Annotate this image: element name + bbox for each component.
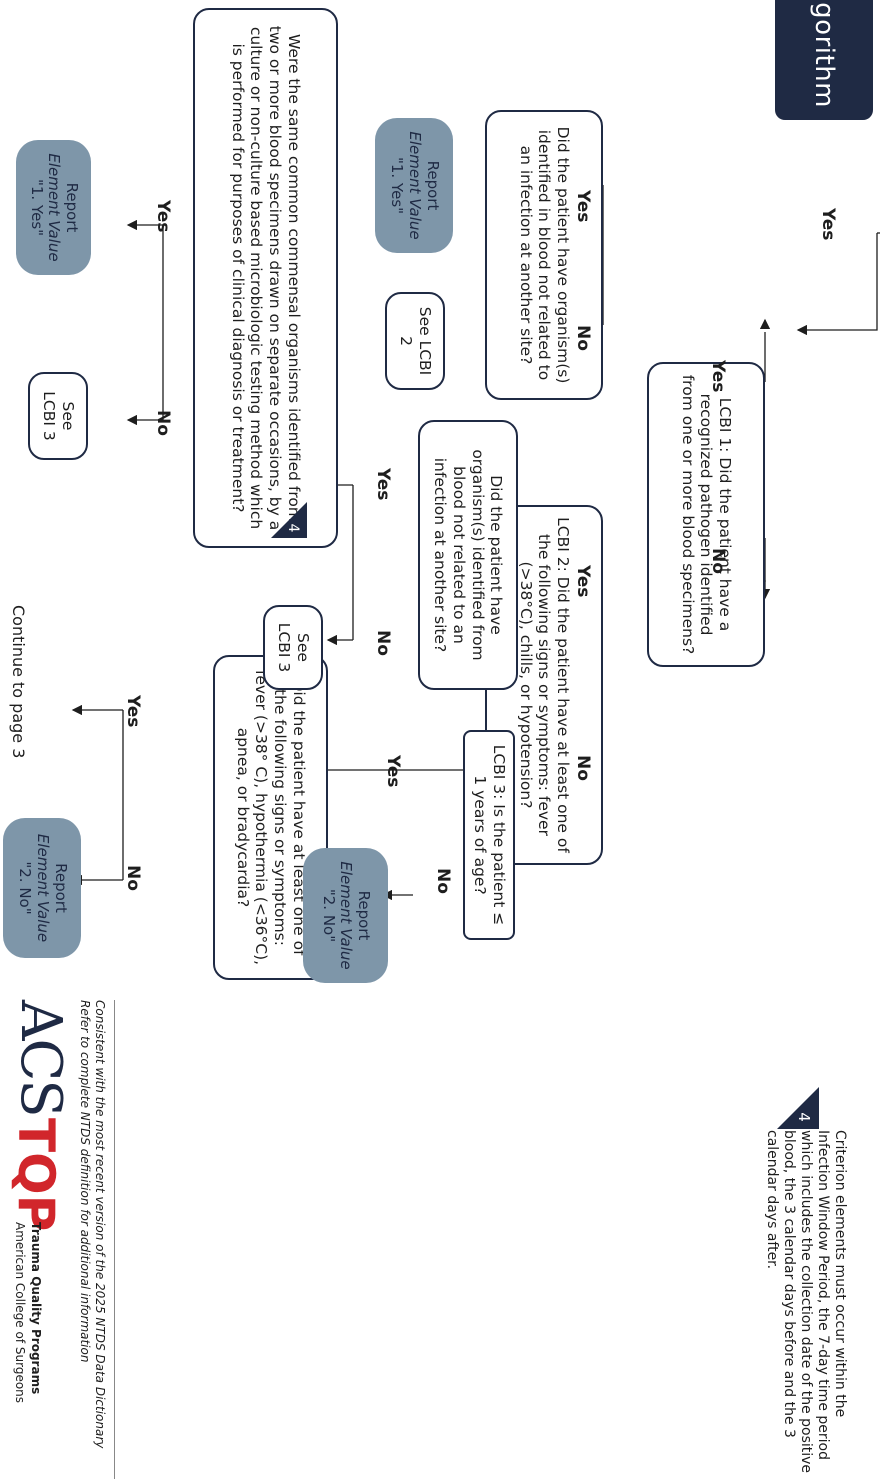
criterion-badge-number: 4 [285,524,301,533]
page-title: gorithm [809,2,839,108]
lcbi2-related-question-text: Did the patient have organism(s) identif… [431,449,506,661]
see-lcbi3-text-upper: See LCBI 3 [275,622,312,673]
lcbi1-question-text: LCBI 1: Did the patient have a recognize… [678,374,734,655]
see-lcbi2-box: See LCBI 2 [385,292,445,390]
report-yes-upper-line1: Report [423,160,442,211]
report-no-upper-line1: Report [355,890,374,941]
see-lcbi3-text-lower: See LCBI 3 [40,391,77,441]
lcbi1-related-question-box: Did the patient have organism(s) identif… [485,110,603,400]
report-no-upper-line2: Element Value [337,861,356,970]
note-badge-icon: 4 [777,1087,819,1129]
no-label-infant: No [123,865,143,891]
commensal-question-box: Were the same common commensal organisms… [193,8,338,548]
lcbi2-question-text: LCBI 2: Did the patient have at least on… [516,517,572,853]
brand-program: Trauma Quality Programs [29,1222,43,1394]
yes-label-lcbi2: Yes [573,565,593,598]
report-yes-lower: Report Element Value "1. Yes" [16,140,91,275]
yes-label-entry: Yes [818,208,838,241]
footer-line2: Refer to complete NTDS definition for ad… [78,1000,92,1363]
yes-label-lcbi3: Yes [383,755,403,788]
brand-program-text: Trauma Quality Programs [29,1222,43,1395]
entry-connector [796,233,878,336]
lcbi3-question-box: LCBI 3: Is the patient ≤ 1 years of age? [463,730,515,940]
report-no-lower-line1: Report [51,863,70,913]
yes-label-org2: Yes [373,468,393,501]
tqp-logo: TQP [7,1118,65,1232]
no-label-commensal: No [153,410,173,436]
report-yes-lower-line2: Element Value [45,153,64,262]
report-no-lower: Report Element Value "2. No" [3,818,81,958]
lcbi1-related-question-text: Did the patient have organism(s) identif… [516,126,572,384]
yes-label-commensal: Yes [153,200,173,233]
continue-to-page-3: Continue to page 3 [9,605,28,759]
criterion-badge-icon: 4 [271,502,307,538]
lcbi3-question-text: LCBI 3: Is the patient ≤ 1 years of age? [471,744,508,926]
yes-label-lcbi1: Yes [708,360,728,393]
report-yes-upper-line2: Element Value [405,131,424,240]
yes-label-org1: Yes [573,190,593,223]
see-lcbi3-box-upper: See LCBI 3 [263,605,323,690]
report-no-upper: Report Element Value "2. No" [303,848,388,983]
see-lcbi3-box-lower: See LCBI 3 [28,372,88,460]
report-yes-lower-line3: "1. Yes" [27,178,46,237]
footer-rule [114,1000,115,1479]
brand-org: American College of Surgeons [13,1222,27,1404]
infant-signs-question-text: Did the patient have at least one of the… [233,669,308,966]
page-title-bar: gorithm [775,0,873,120]
no-label-lcbi1: No [708,548,728,574]
footer-line1: Consistent with the most recent version … [93,1000,107,1449]
report-yes-upper-line3: "1. Yes" [388,156,407,215]
criterion-note: Criterion elements must occur within the… [763,1130,848,1474]
report-no-lower-line2: Element Value [33,833,52,943]
no-label-org2: No [373,630,393,656]
lcbi2-related-question-box: Did the patient have organism(s) identif… [418,420,518,690]
report-yes-lower-line1: Report [63,182,82,233]
no-label-org1: No [573,325,593,351]
no-label-lcbi3: No [433,868,453,894]
lcbi1-question-box: LCBI 1: Did the patient have a recognize… [647,362,765,667]
no-label-lcbi2: No [573,755,593,781]
commensal-question-text: Were the same common commensal organisms… [228,25,303,531]
yes-label-infant: Yes [123,695,143,728]
report-yes-upper: Report Element Value "1. Yes" [375,118,453,253]
note-badge-number: 4 [795,1112,813,1122]
acs-logo: ACS [8,1000,73,1116]
report-no-upper-line3: "2. No" [319,888,338,943]
report-no-lower-line3: "2. No" [16,861,35,915]
see-lcbi2-text: See LCBI 2 [397,306,434,376]
